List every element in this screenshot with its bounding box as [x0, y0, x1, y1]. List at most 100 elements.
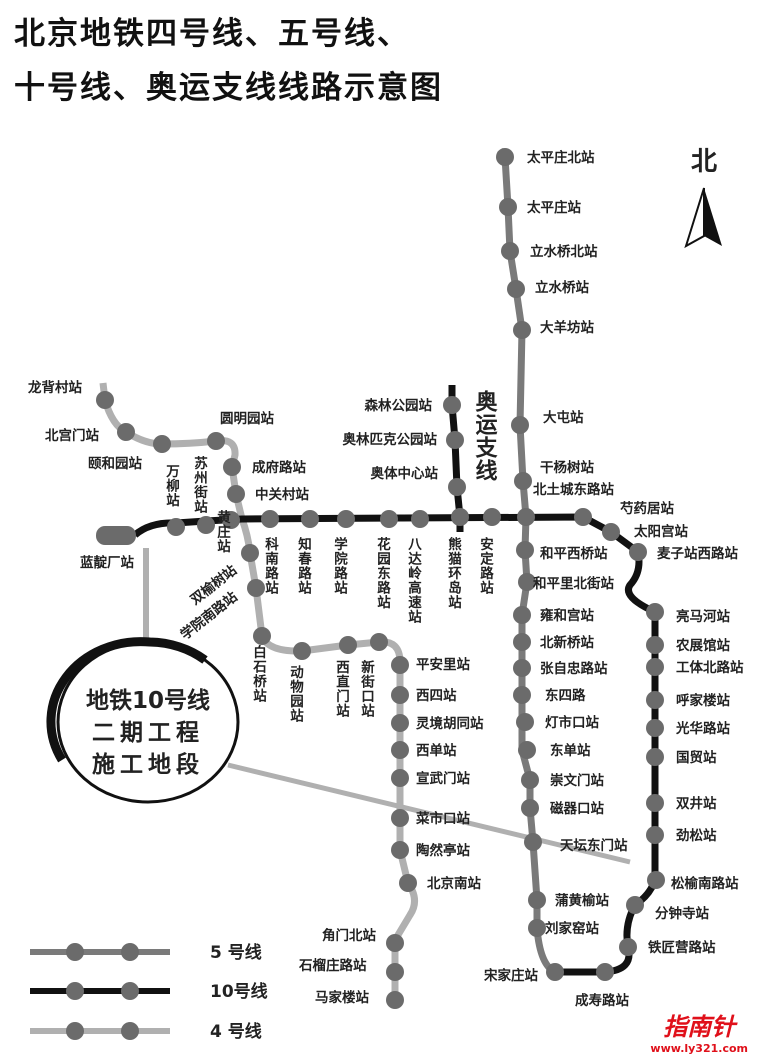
station-dot[interactable] — [370, 633, 388, 651]
station-label[interactable]: 新街口站 — [358, 659, 376, 719]
station-dot[interactable] — [380, 510, 398, 528]
station-dot[interactable] — [516, 541, 534, 559]
station-label[interactable]: 安定路站 — [477, 536, 494, 596]
station-label[interactable]: 太阳宫站 — [634, 523, 688, 540]
station-dot[interactable] — [301, 510, 319, 528]
station-label[interactable]: 北新桥站 — [540, 634, 594, 651]
station-dot-landianchang[interactable] — [96, 526, 136, 545]
station-dot[interactable] — [516, 713, 534, 731]
station-dot[interactable] — [399, 874, 417, 892]
station-label[interactable]: 中关村站 — [255, 486, 309, 503]
station-label[interactable]: 学院路站 — [331, 536, 348, 596]
station-dot[interactable] — [528, 919, 546, 937]
station-dot[interactable] — [513, 686, 531, 704]
station-dot[interactable] — [197, 516, 215, 534]
station-dot[interactable] — [207, 432, 225, 450]
station-label[interactable]: 劲松站 — [675, 827, 717, 844]
station-dot[interactable] — [626, 896, 644, 914]
station-label[interactable]: 大羊坊站 — [540, 319, 594, 336]
station-label[interactable]: 蓝靛厂站 — [80, 554, 134, 571]
station-label[interactable]: 工体北路站 — [676, 659, 744, 676]
station-label[interactable]: 麦子站西路站 — [657, 545, 738, 562]
station-dot[interactable] — [647, 871, 665, 889]
station-dot[interactable] — [391, 769, 409, 787]
station-dot[interactable] — [501, 242, 519, 260]
station-label[interactable]: 立水桥北站 — [530, 243, 598, 260]
station-label[interactable]: 太平庄站 — [527, 199, 581, 216]
station-dot[interactable] — [167, 518, 185, 536]
station-label[interactable]: 雍和宫站 — [540, 607, 594, 624]
station-label[interactable]: 颐和园站 — [88, 455, 142, 472]
station-dot[interactable] — [646, 691, 664, 709]
station-label[interactable]: 天坛东门站 — [560, 837, 628, 854]
station-label[interactable]: 芍药居站 — [620, 500, 674, 517]
station-dot[interactable] — [411, 510, 429, 528]
station-label[interactable]: 呼家楼站 — [676, 692, 730, 709]
station-dot[interactable] — [602, 523, 620, 541]
station-label[interactable]: 双井站 — [676, 795, 717, 812]
station-label[interactable]: 西直门站 — [333, 660, 350, 719]
station-label[interactable]: 大屯站 — [543, 409, 584, 426]
station-dot[interactable] — [513, 606, 531, 624]
station-dot[interactable] — [507, 280, 525, 298]
station-dot[interactable] — [391, 741, 409, 759]
station-dot[interactable] — [646, 719, 664, 737]
station-label[interactable]: 花园东路站 — [374, 536, 391, 610]
station-dot[interactable] — [391, 841, 409, 859]
station-label[interactable]: 蒲黄榆站 — [555, 892, 609, 909]
station-label[interactable]: 灯市口站 — [545, 714, 599, 731]
station-label[interactable]: 奥体中心站 — [371, 465, 439, 482]
station-label[interactable]: 刘家窑站 — [545, 920, 599, 937]
station-dot[interactable] — [521, 799, 539, 817]
station-dot[interactable] — [391, 686, 409, 704]
station-dot[interactable] — [386, 991, 404, 1009]
station-dot[interactable] — [514, 472, 532, 490]
station-label[interactable]: 白石桥站 — [250, 644, 268, 704]
station-dot[interactable] — [446, 431, 464, 449]
station-label[interactable]: 铁匠营路站 — [648, 939, 716, 956]
station-label[interactable]: 宣武门站 — [416, 770, 470, 787]
station-dot[interactable] — [524, 833, 542, 851]
station-dot[interactable] — [511, 416, 529, 434]
station-dot[interactable] — [261, 510, 279, 528]
station-dot[interactable] — [448, 478, 466, 496]
station-dot[interactable] — [513, 659, 531, 677]
station-label[interactable]: 成寿路站 — [575, 992, 629, 1009]
station-label[interactable]: 北宫门站 — [45, 427, 99, 444]
station-dot[interactable] — [153, 435, 171, 453]
station-label[interactable]: 平安里站 — [416, 656, 470, 673]
station-label[interactable]: 张自忠路站 — [540, 660, 608, 677]
station-label[interactable]: 崇文门站 — [550, 772, 604, 789]
station-dot[interactable] — [646, 603, 664, 621]
station-dot[interactable] — [596, 963, 614, 981]
station-dot[interactable] — [391, 656, 409, 674]
station-label[interactable]: 菜市口站 — [415, 810, 470, 827]
station-label[interactable]: 黄庄站 — [214, 509, 231, 554]
station-dot[interactable] — [574, 508, 592, 526]
station-dot[interactable] — [513, 321, 531, 339]
station-dot[interactable] — [483, 508, 501, 526]
station-dot[interactable] — [253, 627, 271, 645]
station-label[interactable]: 万柳站 — [163, 464, 181, 508]
station-dot[interactable] — [227, 485, 245, 503]
station-dot[interactable] — [646, 826, 664, 844]
station-dot[interactable] — [646, 636, 664, 654]
station-label[interactable]: 农展馆站 — [675, 637, 730, 654]
station-dot[interactable] — [247, 579, 265, 597]
station-dot[interactable] — [391, 714, 409, 732]
station-dot[interactable] — [646, 658, 664, 676]
station-label[interactable]: 太平庄北站 — [527, 149, 595, 166]
station-label[interactable]: 北土城东路站 — [533, 481, 614, 498]
station-label[interactable]: 国贸站 — [676, 749, 717, 766]
station-label[interactable]: 龙背村站 — [27, 379, 82, 396]
station-label[interactable]: 陶然亭站 — [416, 842, 470, 859]
station-label[interactable]: 和平里北街站 — [533, 575, 614, 592]
station-dot[interactable] — [646, 748, 664, 766]
station-dot[interactable] — [499, 198, 517, 216]
station-dot[interactable] — [518, 741, 536, 759]
station-label[interactable]: 磁器口站 — [550, 800, 604, 817]
station-label[interactable]: 分钟寺站 — [655, 905, 709, 922]
station-label[interactable]: 苏州街站 — [191, 455, 209, 515]
station-dot[interactable] — [521, 771, 539, 789]
station-label[interactable]: 灵境胡同站 — [416, 715, 484, 732]
